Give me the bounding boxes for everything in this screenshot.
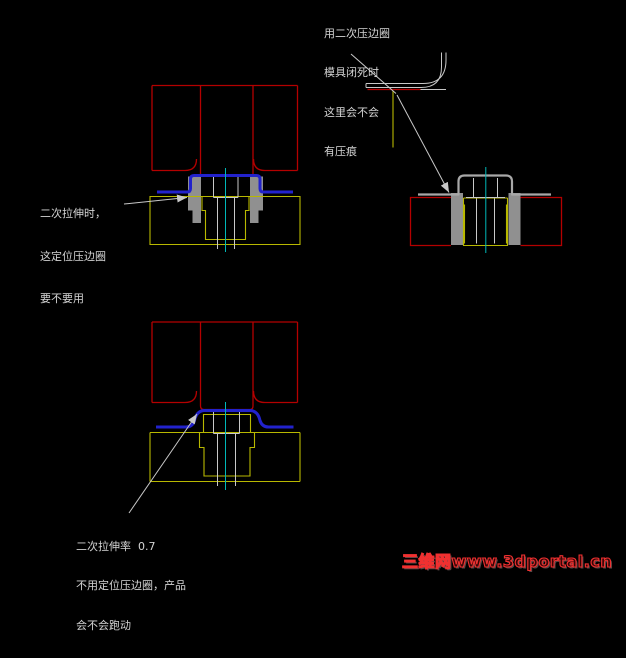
view-open-no-binder xyxy=(149,321,301,490)
sheet-inner-curve xyxy=(365,52,442,88)
note-line: 要不要用 xyxy=(40,292,84,306)
leader-detail-to-closed-view xyxy=(396,94,450,193)
leader-top-note-to-detail xyxy=(350,53,397,94)
leader-left-note-to-binder xyxy=(123,194,188,205)
view-die-closed xyxy=(409,167,563,253)
note-line: 二次拉伸时， xyxy=(40,207,106,220)
sheet-part-profile xyxy=(156,409,294,429)
sheet-outer-curve xyxy=(366,52,447,84)
upper-die-red-outline xyxy=(151,321,299,411)
cad-viewport[interactable]: 用二次压边圈 模具闭死时 这里会不会 有压痕 二次拉伸时， 这定位压边圈 要不要… xyxy=(0,0,626,632)
lower-die-red-outline xyxy=(409,196,563,247)
binder-block-right xyxy=(508,193,521,245)
annotation-bottom-note: 二次拉伸率 0.7 不用定位压边圈，产品 会不会跑动 xyxy=(76,514,186,658)
annotation-top-note: 用二次压边圈 模具闭死时 这里会不会 有压痕 xyxy=(324,1,390,185)
annotation-left-note: 二次拉伸时， 这定位压边圈 要不要用 xyxy=(40,180,106,334)
note-line: 有压痕 xyxy=(324,145,357,159)
note-line: 用二次压边圈 xyxy=(324,27,390,40)
watermark: 三维网www.3dportal.cn xyxy=(401,551,613,571)
note-line: 这定位压边圈 xyxy=(40,249,106,263)
view-open-with-binder xyxy=(149,84,301,252)
note-line: 不用定位压边圈，产品 xyxy=(76,579,186,593)
note-line: 二次拉伸率 0.7 xyxy=(76,540,156,553)
cad-drawing xyxy=(123,52,563,514)
upper-die-red-outline xyxy=(151,84,299,174)
detail-flange-corner xyxy=(365,52,447,148)
sheet-part-profile-closed xyxy=(418,174,551,196)
note-line: 这里会不会 xyxy=(324,105,379,119)
leader-lines xyxy=(123,53,450,514)
leader-bottom-note-to-part xyxy=(128,413,198,514)
binder-block-left xyxy=(451,193,463,245)
note-line: 会不会跑动 xyxy=(76,618,131,632)
punch-lines xyxy=(213,411,240,486)
note-line: 模具闭死时 xyxy=(324,66,379,80)
